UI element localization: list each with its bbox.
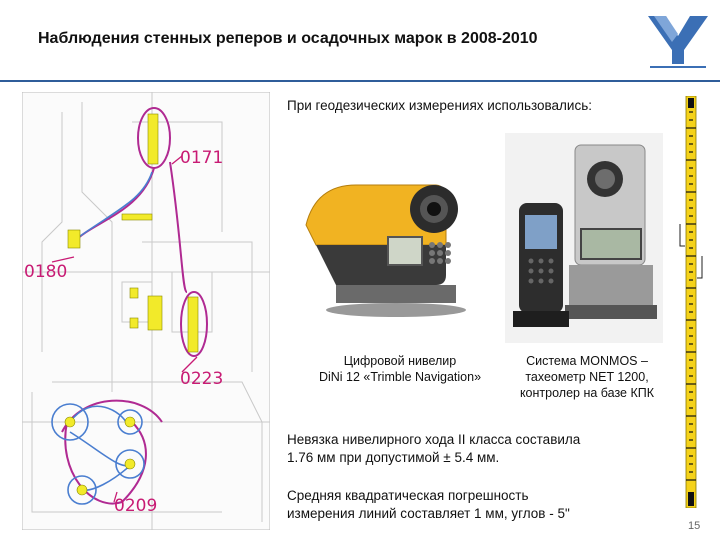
level-caption-line-2: DiNi 12 «Trimble Navigation»	[318, 370, 482, 384]
company-logo	[644, 10, 712, 72]
header-divider	[0, 80, 720, 82]
digital-level-image	[296, 145, 486, 320]
total-station-image	[505, 133, 663, 343]
error-line-1: Средняя квадратическая погрешность	[287, 488, 529, 503]
plan-label-0223: 0223	[180, 369, 224, 389]
plan-label-0180: 0180	[24, 262, 68, 282]
leveling-misclosure-text: Невязка нивелирного хода II класса соста…	[287, 431, 667, 467]
misclosure-line-1: Невязка нивелирного хода II класса соста…	[287, 432, 581, 447]
level-caption-line-1: Цифровой нивелир	[343, 354, 457, 368]
page-number: 15	[688, 520, 701, 532]
total-station-caption: Система MONMOS – тахеометр NET 1200, кон…	[502, 353, 672, 401]
total-caption-line-2: тахеометр NET 1200,	[525, 370, 649, 384]
total-caption-line-1: Система MONMOS –	[526, 354, 648, 368]
misclosure-line-2: 1.76 мм при допустимой ± 5.4 мм.	[287, 450, 500, 465]
digital-level-caption: Цифровой нивелир DiNi 12 «Trimble Naviga…	[300, 353, 500, 385]
page-title: Наблюдения стенных реперов и осадочных м…	[38, 30, 538, 47]
leveling-rod-image	[676, 96, 706, 508]
site-plan-drawing	[21, 91, 271, 531]
measurement-error-text: Средняя квадратическая погрешность измер…	[287, 487, 667, 523]
plan-label-0209: 0209	[114, 496, 158, 516]
total-caption-line-3: контролер на базе КПК	[519, 386, 655, 400]
error-line-2: измерения линий составляет 1 мм, углов -…	[287, 506, 570, 521]
plan-label-0171: 0171	[180, 148, 224, 168]
site-plan: 0171 0180 0223 0209	[21, 91, 271, 531]
equipment-heading: При геодезических измерениях использовал…	[287, 98, 593, 113]
